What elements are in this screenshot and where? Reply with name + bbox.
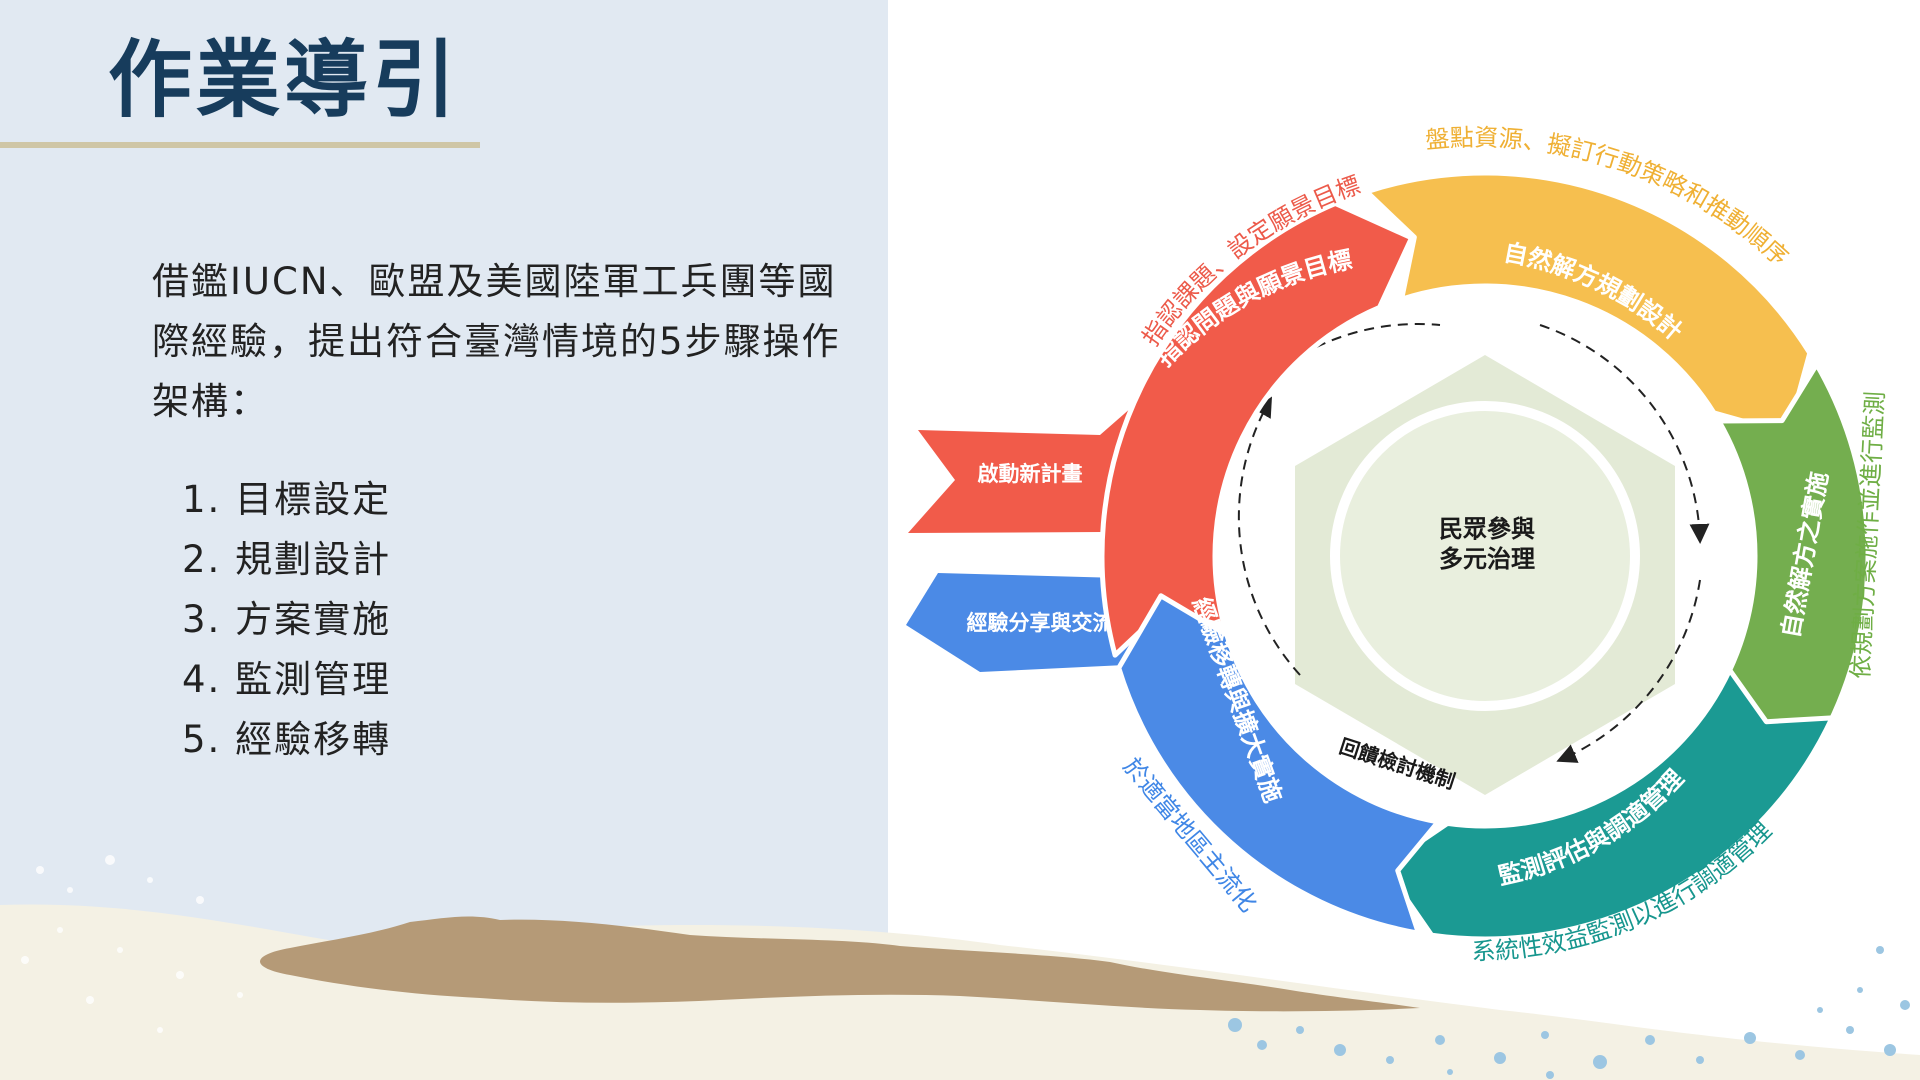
step-item: 2. 規劃設計 (182, 538, 392, 581)
cycle-segment-blue (1116, 593, 1441, 936)
entry-arrow-red-label: 啟動新計畫 (978, 462, 1083, 486)
left-panel (0, 0, 888, 1080)
center-label-line1: 民眾參與 (1439, 515, 1535, 543)
step-item: 5. 經驗移轉 (182, 718, 392, 761)
steps-list: 1. 目標設定 2. 規劃設計 3. 方案實施 4. 監測管理 5. 經驗移轉 (182, 470, 391, 770)
cycle-segment-red (1099, 200, 1415, 658)
center-label-line2: 多元治理 (1439, 545, 1535, 573)
step-item: 4. 監測管理 (182, 658, 392, 701)
intro-text: 借鑑IUCN、歐盟及美國陸軍工兵團等國際經驗，提出符合臺灣情境的5步驟操作架構： (152, 260, 841, 423)
cycle-segment-yellow (1364, 170, 1813, 437)
step-item: 1. 目標設定 (182, 478, 392, 521)
title-underline (0, 142, 480, 148)
page-title: 作業導引 (108, 30, 461, 129)
step-item: 3. 方案實施 (182, 598, 392, 641)
entry-arrow-blue-label: 經驗分享與交流 (967, 611, 1114, 635)
center-circle (1330, 401, 1640, 711)
cycle-ring (1099, 170, 1871, 942)
